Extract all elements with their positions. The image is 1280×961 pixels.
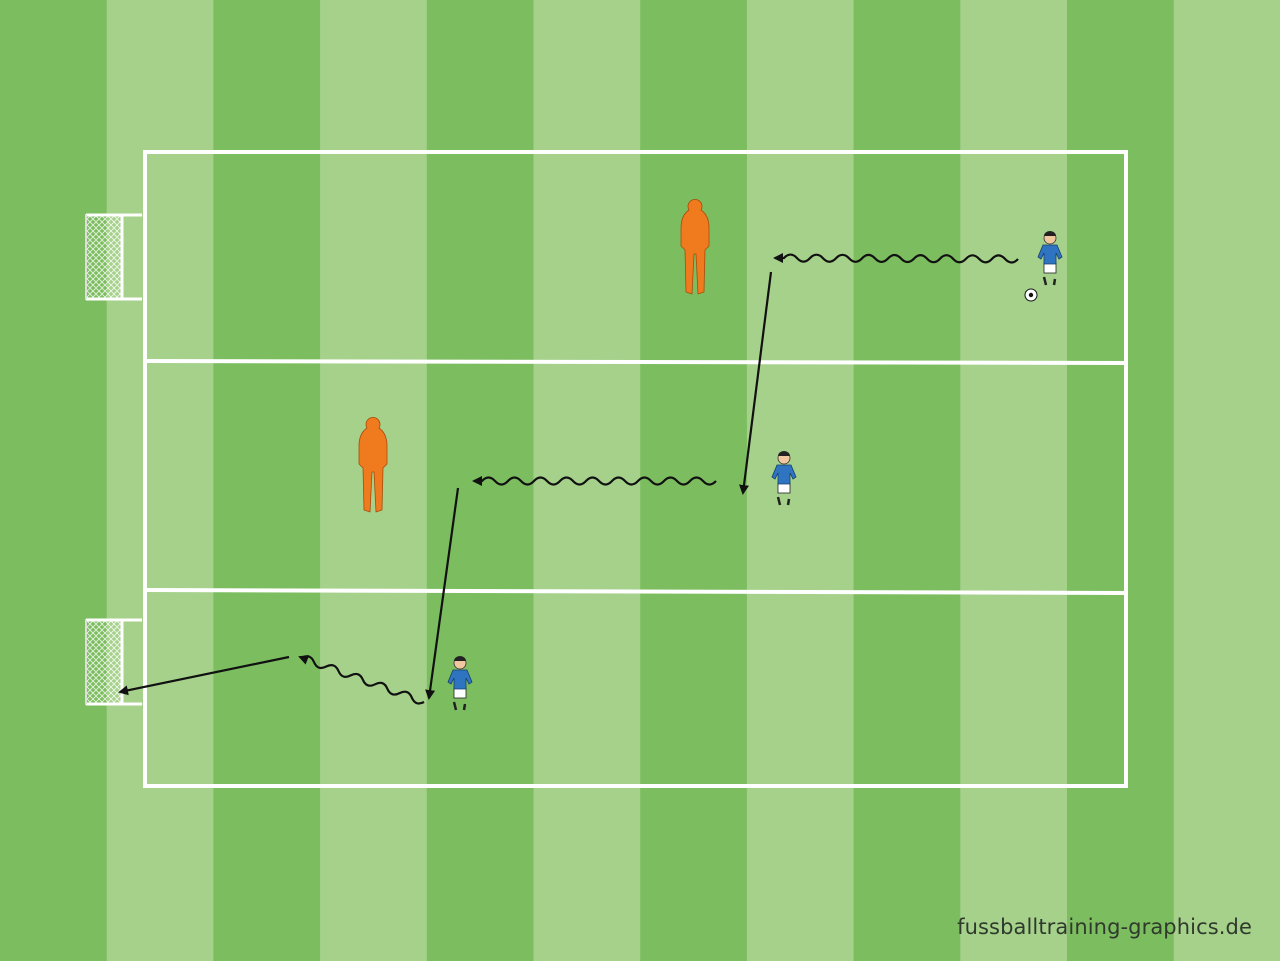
pass-path-2 (425, 487, 460, 700)
player-middle (771, 451, 797, 506)
field-lines (143, 150, 1128, 788)
grass-stripe (320, 0, 428, 961)
zone-line-upper (144, 359, 1127, 365)
shot-path (118, 655, 290, 696)
zone-line-lower (144, 588, 1127, 595)
grass-stripe (960, 0, 1068, 961)
grass-stripe (853, 0, 962, 961)
grass-stripe (106, 0, 215, 961)
grass-stripe (746, 0, 855, 961)
mannequin-top (680, 198, 710, 295)
watermark: fussballtraining-graphics.de (957, 915, 1252, 939)
player-start (1037, 231, 1063, 286)
grass-stripe (640, 0, 748, 961)
grass-stripe (213, 0, 322, 961)
grass-stripe (1067, 0, 1175, 961)
player-bottom (447, 656, 473, 711)
dribble-path-1 (773, 253, 1019, 264)
dribble-path-3 (298, 655, 425, 705)
goal-bottom-left (85, 618, 142, 706)
mannequin-middle (358, 416, 388, 513)
pass-path-1 (739, 271, 773, 495)
grass-stripe (1173, 0, 1280, 961)
drill-paths (118, 253, 1019, 705)
grass-stripe (0, 0, 108, 961)
goal-top-left (85, 213, 142, 301)
dribble-path-2 (472, 476, 717, 486)
field-boundary (143, 150, 1128, 788)
